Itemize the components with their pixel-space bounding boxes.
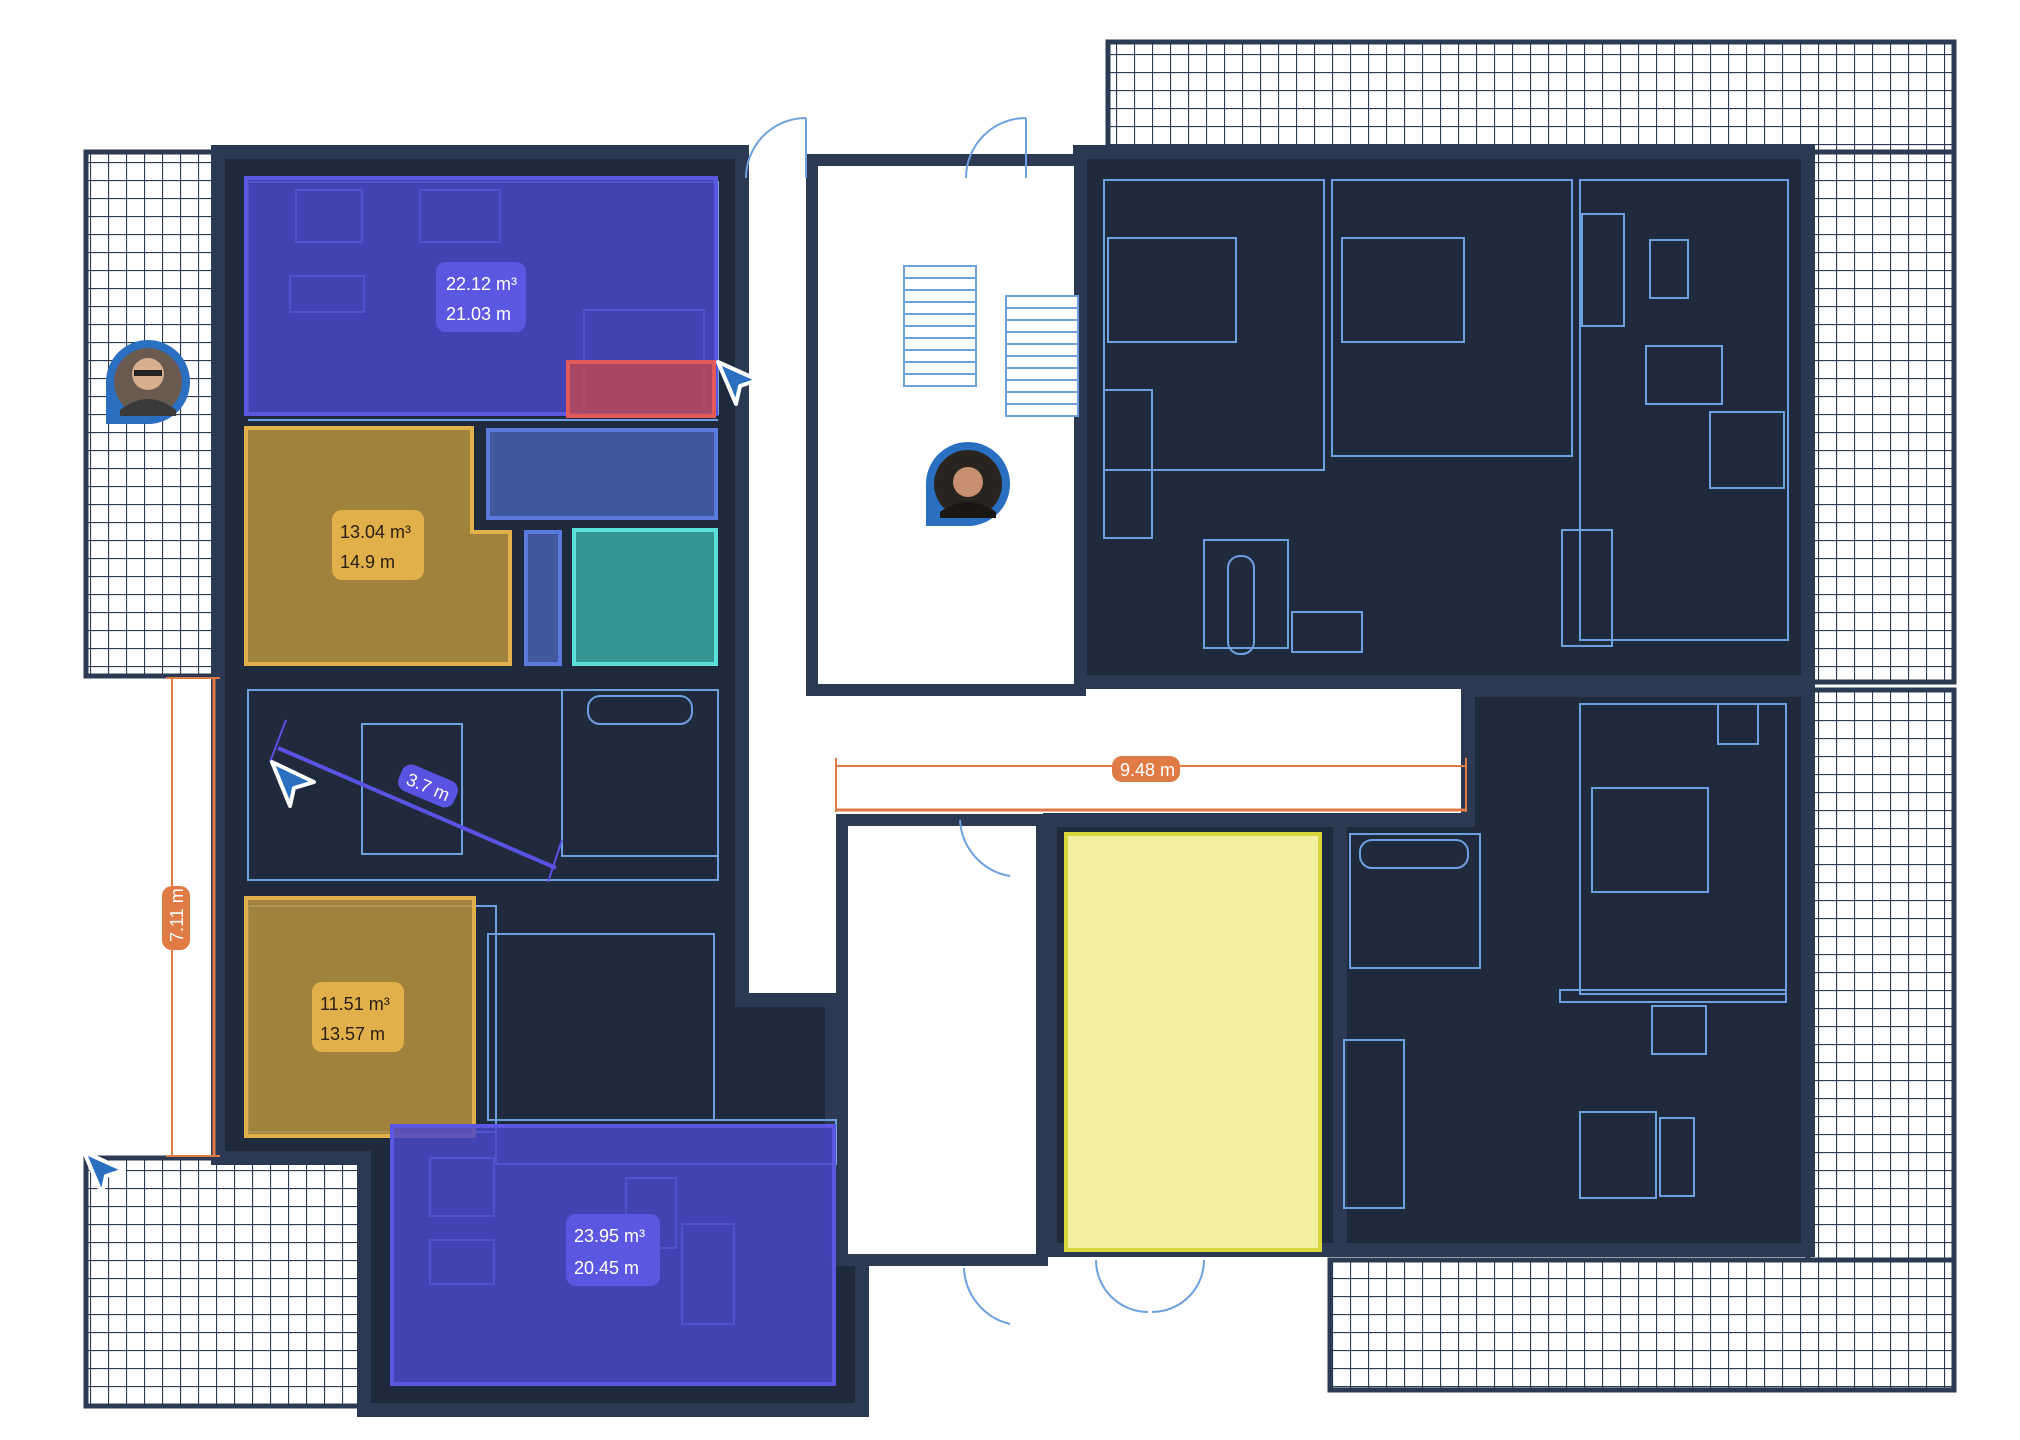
svg-text:13.04 m³: 13.04 m³ xyxy=(340,522,411,542)
room-label-orange-upper: 13.04 m³ 14.9 m xyxy=(332,510,424,580)
svg-text:23.95 m³: 23.95 m³ xyxy=(574,1226,645,1246)
svg-text:9.48 m: 9.48 m xyxy=(1120,760,1175,780)
room-label-purple-bottom: 23.95 m³ 20.45 m xyxy=(566,1214,660,1286)
right-wing-top-shell xyxy=(1073,145,1815,689)
avatar-woman[interactable] xyxy=(926,442,1010,526)
svg-text:14.9 m: 14.9 m xyxy=(340,552,395,572)
stairs xyxy=(903,265,1079,417)
room-labels: 22.12 m³ 21.03 m 13.04 m³ 14.9 m 11.51 m… xyxy=(312,262,660,1286)
terrace-bottom-right xyxy=(1327,1257,1957,1393)
zone-yellow xyxy=(1064,832,1322,1252)
zone-blue xyxy=(486,428,718,520)
avatar-man[interactable] xyxy=(106,340,190,424)
highlight-zones xyxy=(244,176,1322,1386)
svg-text:22.12 m³: 22.12 m³ xyxy=(446,274,517,294)
terrace-left-bottom xyxy=(83,1155,367,1409)
terraces xyxy=(83,39,1957,1409)
svg-text:11.51 m³: 11.51 m³ xyxy=(320,994,390,1014)
right-wing-bottom-shell xyxy=(1323,683,1815,1257)
zone-red xyxy=(566,360,716,418)
room-label-purple-top: 22.12 m³ 21.03 m xyxy=(436,262,526,332)
terrace-right-side-top xyxy=(1805,149,1957,685)
measure-vertical: 7.11 m xyxy=(162,677,220,1157)
zone-blue-strip xyxy=(524,530,562,666)
doors xyxy=(745,117,1205,1325)
terrace-right-top xyxy=(1105,39,1957,155)
zone-teal xyxy=(572,528,718,666)
svg-text:13.57 m: 13.57 m xyxy=(320,1024,385,1044)
cursor-arrow-icon xyxy=(82,360,760,1196)
svg-text:7.11 m: 7.11 m xyxy=(167,888,187,942)
svg-text:21.03 m: 21.03 m xyxy=(446,304,511,324)
corridor-lower xyxy=(836,814,1048,1266)
measure-horizontal: 9.48 m xyxy=(835,756,1467,812)
stair-core xyxy=(806,154,1086,696)
room-label-orange-lower: 11.51 m³ 13.57 m xyxy=(312,982,404,1052)
svg-text:20.45 m: 20.45 m xyxy=(574,1258,639,1278)
